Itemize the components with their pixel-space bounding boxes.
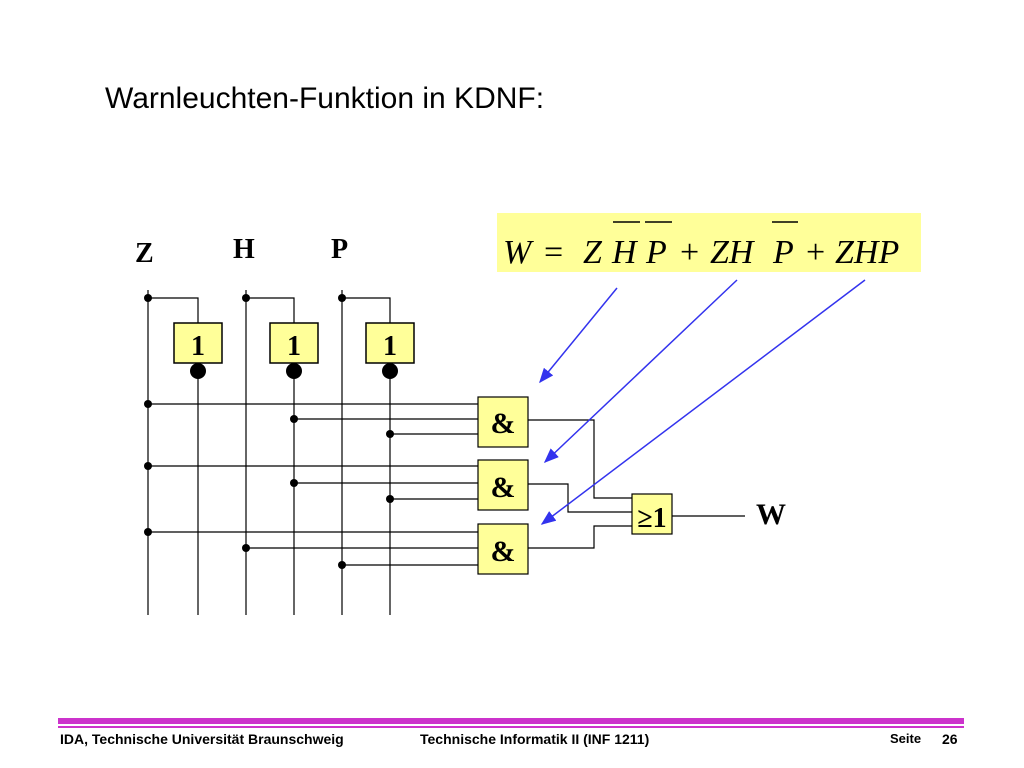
wires xyxy=(147,290,745,615)
not-gate-p-label: 1 xyxy=(383,331,397,362)
slide-title: Warnleuchten-Funktion in KDNF: xyxy=(105,82,545,115)
or-gate-label: ≥1 xyxy=(637,503,666,534)
and-gates: & & & xyxy=(477,396,529,575)
formula-term1-h: H xyxy=(611,234,639,271)
footer-divider-thin xyxy=(58,726,964,728)
and-gate-3: & xyxy=(477,523,529,575)
formula-term1-z: Z xyxy=(583,234,603,271)
arrow-term2 xyxy=(543,279,738,464)
arrow-term1 xyxy=(539,287,618,384)
footer-page-number: 26 xyxy=(942,731,958,747)
input-label-z: Z xyxy=(135,238,154,269)
arrow-term3 xyxy=(540,279,866,525)
and-gate-1: & xyxy=(477,396,529,448)
and-gate-1-label: & xyxy=(491,407,516,440)
formula-lhs: W xyxy=(503,234,534,271)
and-gate-2-label: & xyxy=(491,471,516,504)
formula-term3-zhp: ZHP xyxy=(835,234,899,271)
output-label-w: W xyxy=(756,498,786,531)
and-gate-3-label: & xyxy=(491,535,516,568)
input-label-p: P xyxy=(331,234,348,265)
not-gate-h: 1 xyxy=(269,322,319,379)
and-gate-2: & xyxy=(477,459,529,511)
input-label-h: H xyxy=(233,234,255,265)
not-gate-z: 1 xyxy=(173,322,223,379)
term-arrows xyxy=(539,279,866,525)
formula-term1-p: P xyxy=(645,234,667,271)
or-gate: ≥1 xyxy=(631,493,673,535)
not-gate-p: 1 xyxy=(365,322,415,379)
not-gates: 1 1 1 xyxy=(173,322,415,379)
footer-course: Technische Informatik II (INF 1211) xyxy=(420,731,650,747)
junction-dots xyxy=(144,294,394,569)
formula-equals: = xyxy=(544,234,563,271)
not-gate-z-label: 1 xyxy=(191,331,205,362)
formula-term2-zh: ZH xyxy=(710,234,756,271)
footer-institution: IDA, Technische Universität Braunschweig xyxy=(60,731,344,747)
formula-background xyxy=(497,213,921,272)
footer-divider xyxy=(58,718,964,724)
footer-page-label: Seite xyxy=(890,731,922,746)
formula-plus2: + xyxy=(806,234,825,271)
not-gate-h-label: 1 xyxy=(287,331,301,362)
formula-term2-p: P xyxy=(772,234,794,271)
formula-box: W = Z H P + ZH P + ZHP xyxy=(497,213,921,272)
formula-plus1: + xyxy=(680,234,699,271)
